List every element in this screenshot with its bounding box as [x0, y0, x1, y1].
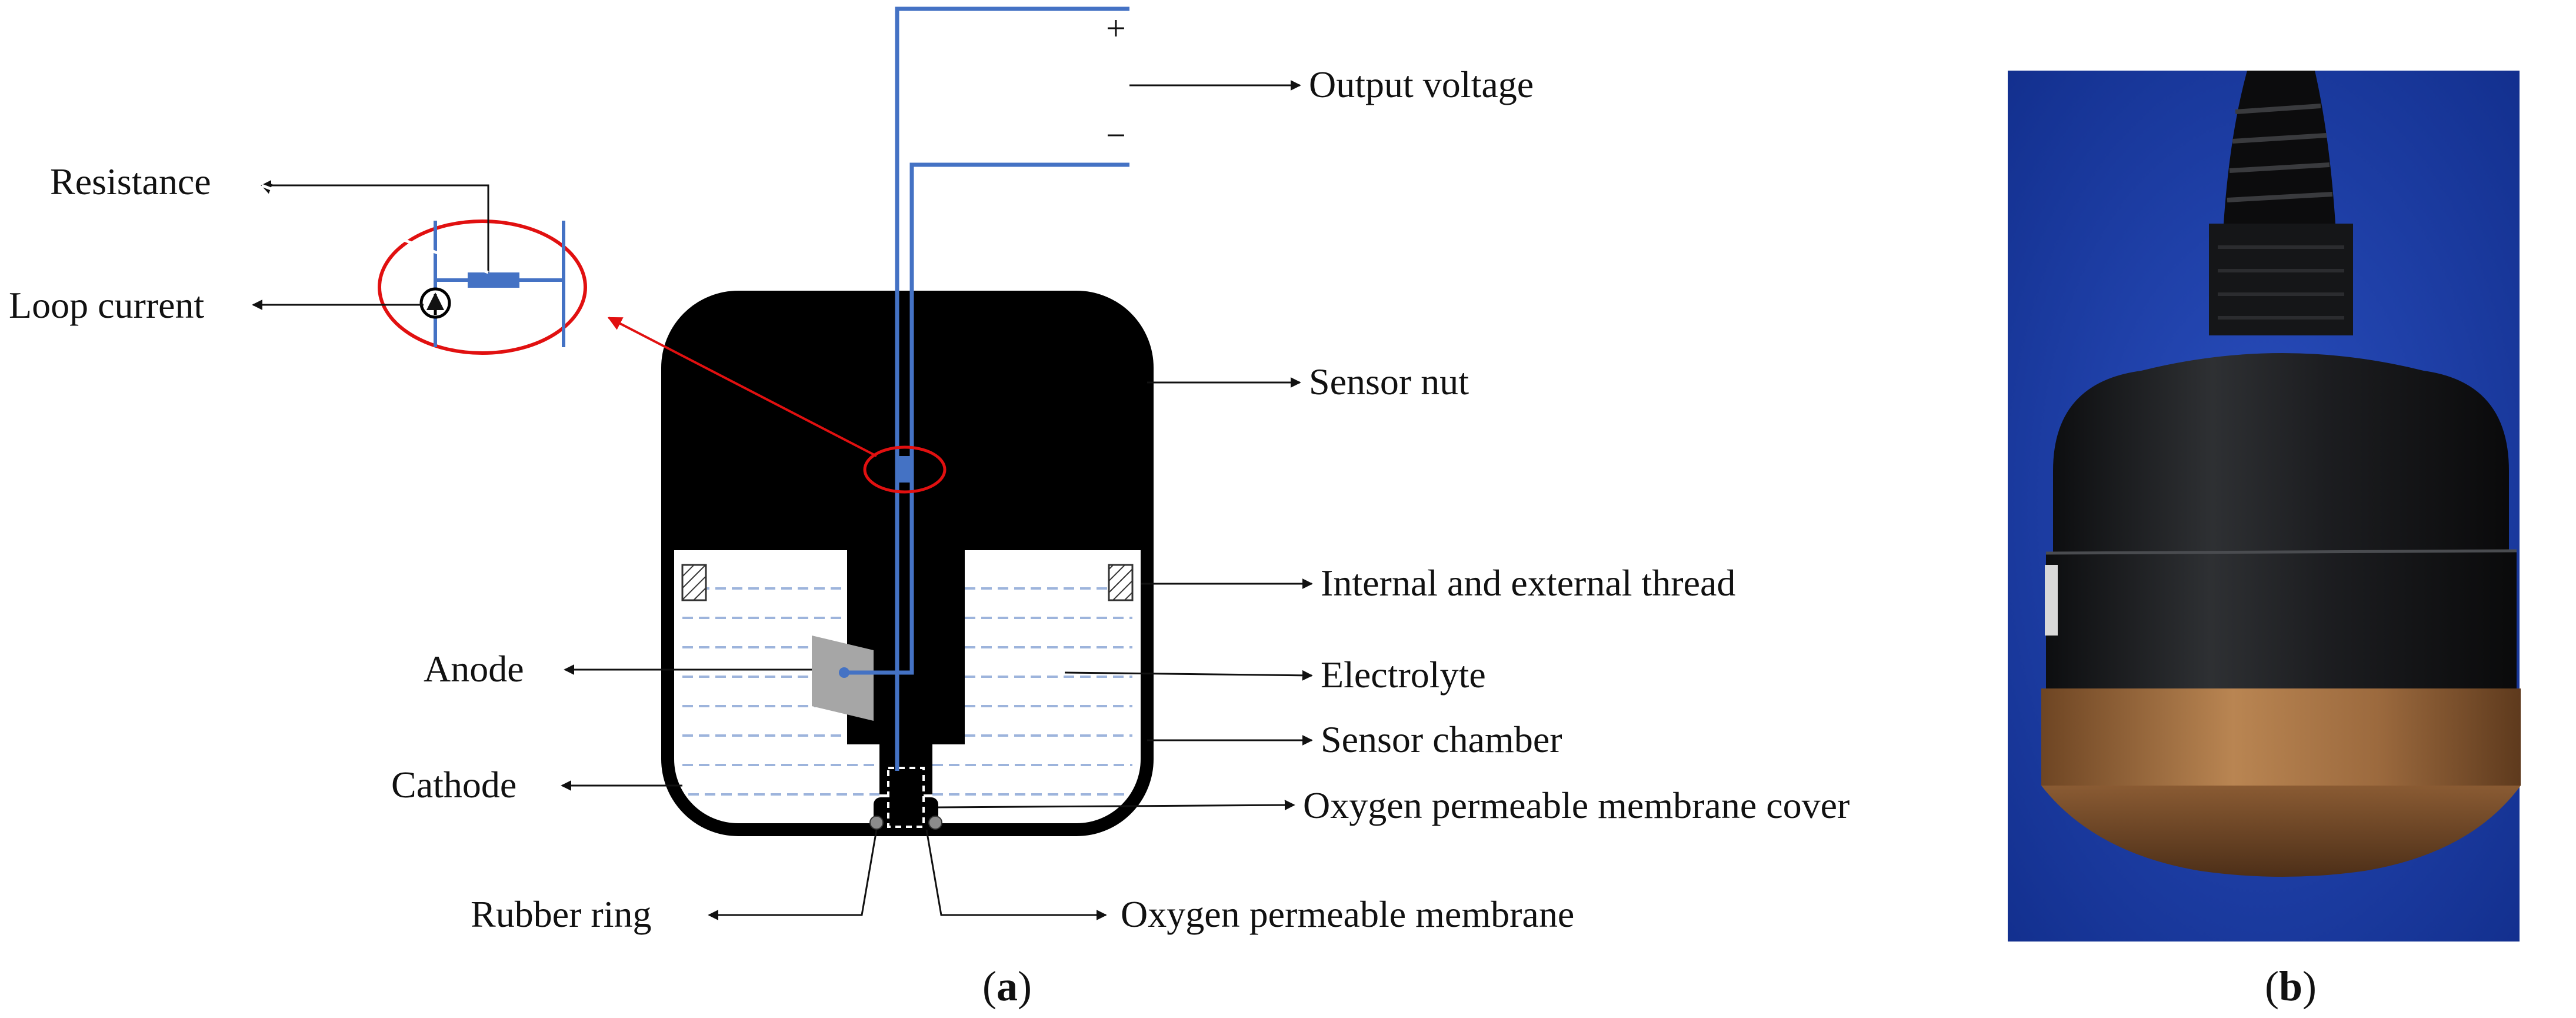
cathode — [887, 767, 925, 828]
caption-b: (b) — [2265, 963, 2317, 1010]
plus-sign: + — [1106, 9, 1126, 48]
rubber-ring-left — [869, 816, 884, 830]
resistor-highlight — [863, 445, 947, 494]
label-cathode: Cathode — [391, 764, 516, 806]
photo-copper-ring — [2041, 688, 2521, 786]
label-electrolyte: Electrolyte — [1321, 654, 1486, 696]
label-sensor-chamber: Sensor chamber — [1321, 718, 1562, 760]
photo-sensor-dome — [2053, 353, 2509, 553]
wiring — [844, 6, 1129, 771]
sensor-schematic: + − Output voltage Resistance Loop curre… — [9, 6, 1849, 1010]
sensor-nut — [668, 297, 1147, 550]
label-anode: Anode — [424, 648, 524, 690]
label-resistance: Resistance — [50, 161, 211, 202]
leader-lines — [252, 80, 1313, 920]
label-internal-external-thread: Internal and external thread — [1321, 562, 1735, 604]
label-sensor-nut: Sensor nut — [1309, 361, 1469, 402]
label-membrane-cover: Oxygen permeable membrane cover — [1303, 784, 1849, 826]
thread-right — [1108, 564, 1134, 601]
thread-left — [681, 564, 707, 601]
label-output-voltage: Output voltage — [1309, 64, 1534, 105]
photo-copper-cone — [2041, 786, 2521, 877]
cable-ridges — [2227, 104, 2333, 202]
rubber-ring-right — [928, 816, 942, 830]
label-membrane: Oxygen permeable membrane — [1121, 893, 1574, 935]
label-rubber-ring: Rubber ring — [471, 893, 652, 935]
photo-sensor-cylinder — [2046, 552, 2517, 690]
resistor-in-stem — [899, 456, 911, 483]
sensor-photo: (b) — [2008, 71, 2521, 1010]
zoom-arrow — [607, 317, 877, 457]
anode — [812, 636, 874, 721]
minus-sign: − — [1106, 116, 1126, 155]
label-loop-current: Loop current — [9, 284, 205, 326]
zoom-resistor — [468, 272, 519, 288]
caption-a: (a) — [982, 963, 1032, 1010]
